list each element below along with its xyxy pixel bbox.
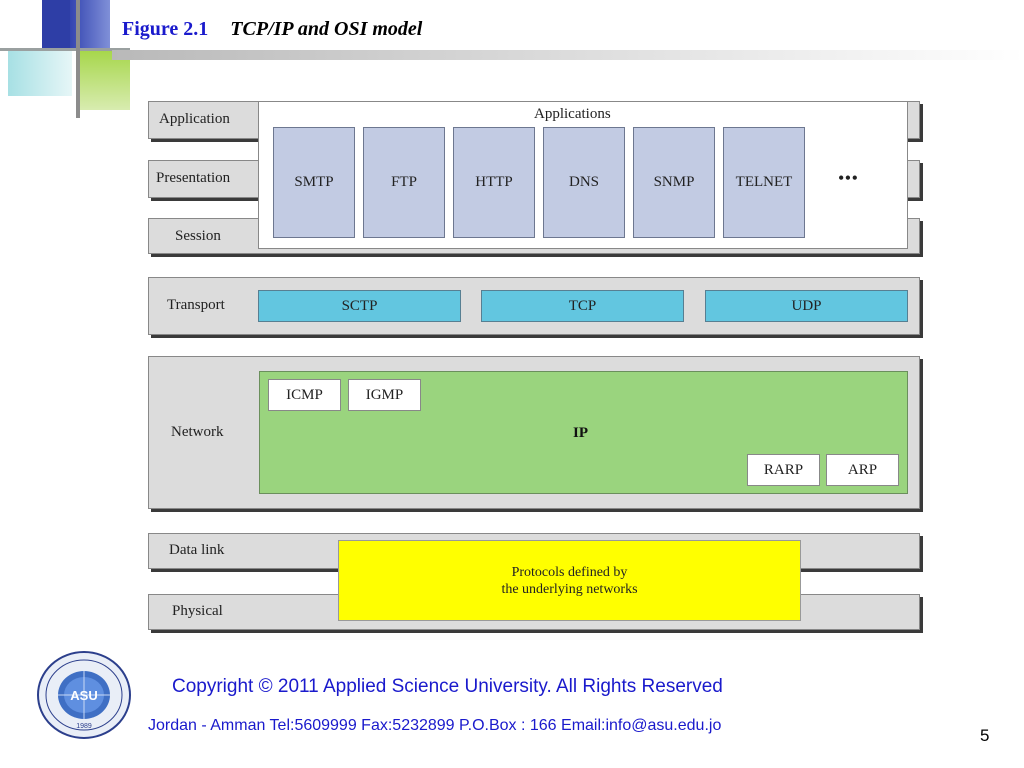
page-number: 5 (980, 726, 990, 745)
protocol-igmp: IGMP (348, 379, 421, 411)
session-layer-label: Session (175, 228, 221, 244)
protocol-sctp: SCTP (258, 290, 461, 322)
network-layer-label: Network (171, 424, 224, 440)
transport-layer-label: Transport (167, 297, 225, 313)
decor-vertical-line (76, 0, 80, 118)
figure-number: Figure 2.1 (122, 18, 209, 40)
data-link-layer-label: Data link (169, 542, 225, 558)
protocol-udp: UDP (705, 290, 908, 322)
more-protocols-ellipsis: • • • (838, 168, 858, 188)
protocol-dns: DNS (543, 127, 625, 238)
university-seal-icon: ASU 1989 (37, 651, 131, 739)
underlying-networks-box: Protocols defined by the underlying netw… (338, 540, 801, 621)
protocol-snmp: SNMP (633, 127, 715, 238)
university-logo: ASU 1989 (36, 650, 132, 740)
decor-cyan-square (8, 50, 72, 96)
physical-layer-label: Physical (172, 603, 223, 619)
protocol-http: HTTP (453, 127, 535, 238)
underlying-line2: the underlying networks (501, 581, 638, 597)
underlying-line1: Protocols defined by (511, 564, 628, 580)
figure-title: Figure 2.1 TCP/IP and OSI model (122, 18, 422, 41)
decor-horizontal-line (0, 48, 130, 51)
decor-green-square (78, 50, 130, 110)
application-layer-label: Application (159, 111, 230, 127)
protocol-rarp: RARP (747, 454, 820, 486)
figure-caption: TCP/IP and OSI model (230, 18, 423, 40)
svg-text:1989: 1989 (76, 723, 92, 730)
protocol-tcp: TCP (481, 290, 684, 322)
ip-label: IP (573, 425, 588, 441)
svg-text:ASU: ASU (70, 688, 97, 703)
protocol-ftp: FTP (363, 127, 445, 238)
presentation-layer-label: Presentation (156, 170, 231, 186)
contact-text: Jordan - Amman Tel:5609999 Fax:5232899 P… (148, 717, 722, 734)
applications-header: Applications (534, 106, 611, 122)
protocol-smtp: SMTP (273, 127, 355, 238)
protocol-arp: ARP (826, 454, 899, 486)
protocol-telnet: TELNET (723, 127, 805, 238)
protocol-icmp: ICMP (268, 379, 341, 411)
title-underline (112, 50, 1024, 60)
copyright-text: Copyright © 2011 Applied Science Univers… (172, 676, 723, 697)
